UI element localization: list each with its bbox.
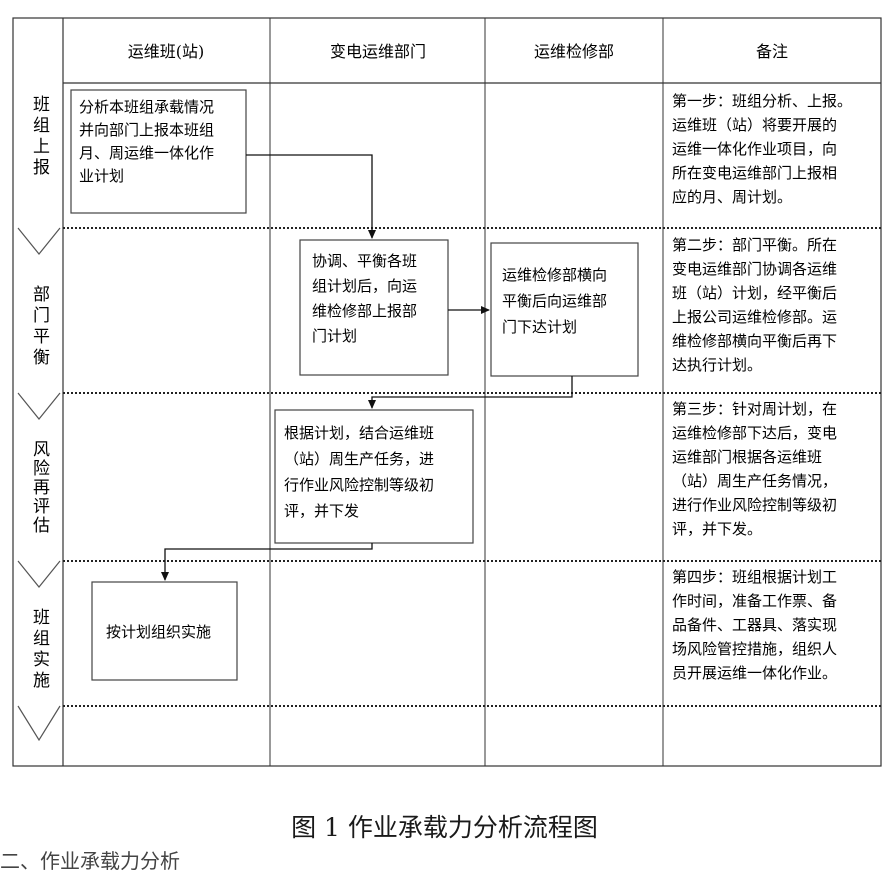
box-risk-assessment [274, 409, 474, 544]
note-step-3: 第三步：针对周计划，在 运维检修部下达后，变电 运维部门根据各运维班 （站）周生… [672, 400, 842, 538]
arrow-risk-to-implement [161, 543, 373, 581]
stage-chevron [17, 705, 61, 742]
header-col2: 变电运维部门 [330, 42, 426, 61]
flowchart-diagram: 运维班(站) 变电运维部门 运维检修部 备注 班组上报 部门平衡 风险再评估 班… [12, 17, 882, 767]
stage-label-1: 班组上报 [29, 95, 50, 179]
stage-label-3: 风险再评估 [29, 440, 50, 535]
box-dept-balance-text: 协调、平衡各班 组计划后，向运 维检修部上报部 门计划 [312, 252, 422, 345]
stage-chevron [17, 560, 61, 588]
arrow-report-to-dept [246, 154, 376, 239]
note-step-4: 第四步：班组根据计划工 作时间，准备工作票、备 品备件、工器具、落实现 场风险管… [672, 568, 842, 682]
box-maintenance-dept [490, 242, 639, 377]
note-step-2: 第二步：部门平衡。所在 变电运维部门协调各运维 班（站）计划，经平衡后 上报公司… [672, 236, 842, 374]
stage-label-4: 班组实施 [29, 608, 50, 692]
box-risk-assessment-text: 根据计划，结合运维班 （站）周生产任务，进 行作业风险控制等级初 评，并下发 [284, 424, 439, 520]
figure-caption: 图 1 作业承载力分析流程图 [291, 813, 598, 842]
header-col4: 备注 [756, 42, 788, 61]
header-col1: 运维班(站) [128, 42, 205, 61]
stage-chevron [17, 227, 61, 255]
arrow-maintenance-to-risk [368, 376, 573, 409]
box-implement-text: 按计划组织实施 [106, 623, 211, 641]
stage-chevron [17, 392, 61, 420]
stage-label-2: 部门平衡 [29, 285, 50, 369]
box-dept-balance [299, 239, 449, 376]
box-team-report-text: 分析本班组承载情况 并向部门上报本班组 月、周运维一体化作 业计划 [79, 98, 219, 185]
cutoff-heading: 二、作业承载力分析 [0, 849, 180, 873]
box-implement [91, 581, 238, 681]
header-col3: 运维检修部 [534, 42, 614, 61]
note-step-1: 第一步：班组分析、上报。 运维班（站）将要开展的 运维一体化作业项目，向 所在变… [672, 92, 857, 206]
box-maintenance-dept-text: 运维检修部横向 平衡后向运维部 门下达计划 [502, 266, 612, 336]
box-team-report [70, 89, 247, 214]
